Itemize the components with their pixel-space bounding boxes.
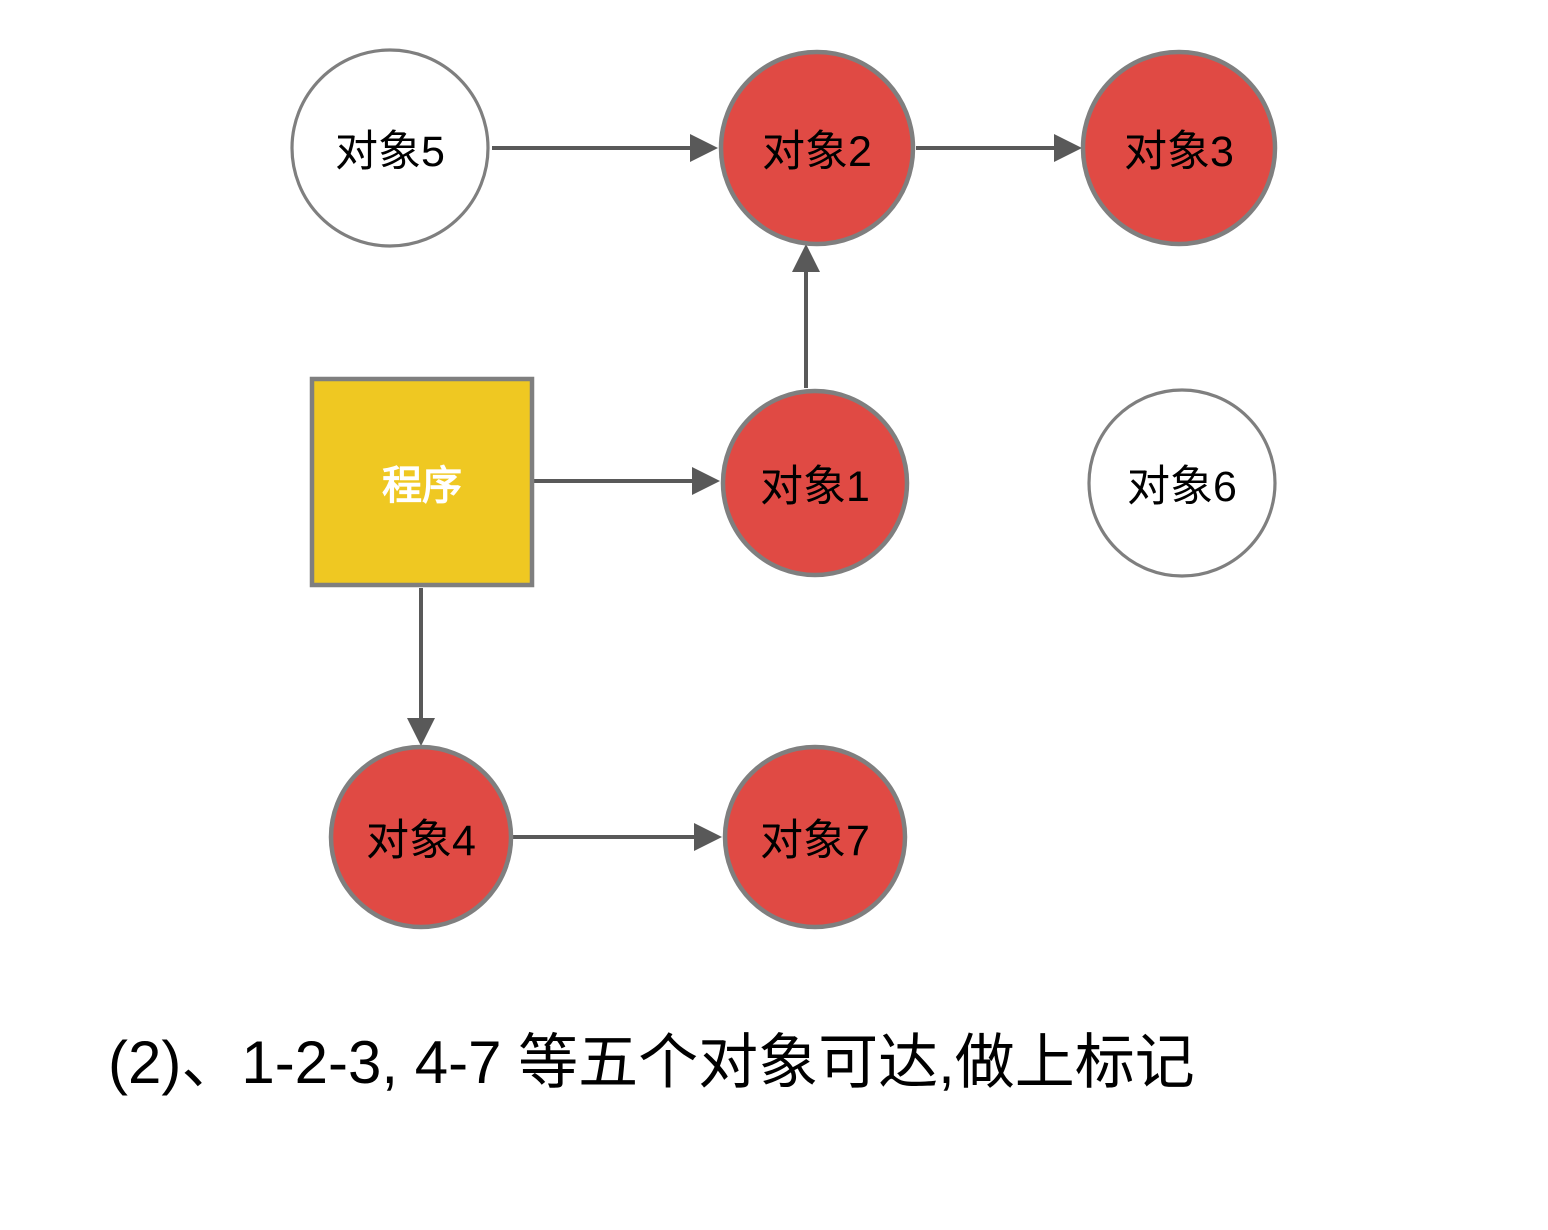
node-obj5[interactable] bbox=[290, 48, 490, 248]
figure-caption: (2)、1-2-3, 4-7 等五个对象可达,做上标记 bbox=[108, 1029, 1195, 1096]
node-obj2[interactable] bbox=[718, 49, 916, 247]
edge-layer bbox=[407, 134, 1082, 851]
node-program[interactable] bbox=[309, 376, 535, 588]
node-obj7[interactable] bbox=[722, 744, 908, 930]
node-obj6[interactable] bbox=[1087, 388, 1277, 578]
node-obj1[interactable] bbox=[720, 388, 910, 578]
node-layer bbox=[290, 48, 1278, 930]
node-obj3[interactable] bbox=[1080, 49, 1278, 247]
node-obj4[interactable] bbox=[328, 744, 514, 930]
